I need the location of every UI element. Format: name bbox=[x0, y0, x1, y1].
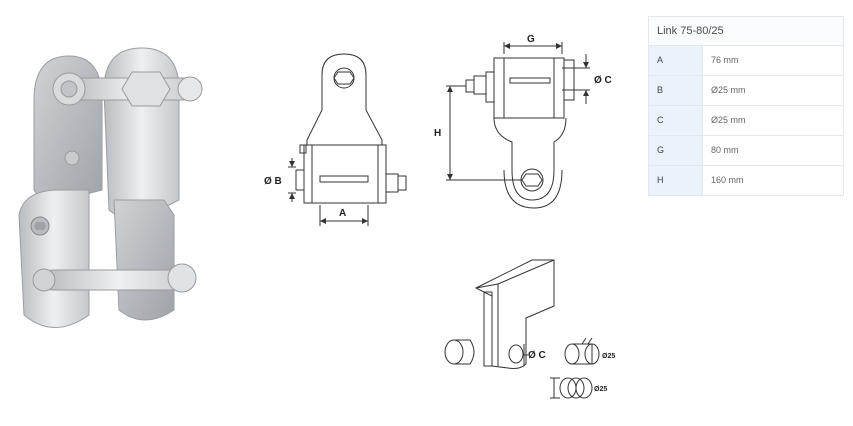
front-dim-a-label: A bbox=[339, 208, 346, 219]
exploded-pin-dia-1-label: Ø25 bbox=[602, 353, 615, 360]
product-3d-render bbox=[18, 47, 203, 328]
spec-table-title: Link 75-80/25 bbox=[649, 17, 843, 46]
exploded-view-drawing: Ø C Ø25 Ø25 bbox=[444, 259, 615, 399]
spec-key: C bbox=[649, 106, 703, 135]
spec-value: 160 mm bbox=[711, 175, 744, 185]
spec-table: Link 75-80/25 A 76 mm B Ø25 mm C Ø25 mm … bbox=[648, 16, 844, 196]
spec-key: H bbox=[649, 166, 703, 195]
side-dim-h-label: H bbox=[434, 128, 441, 139]
spec-value: Ø25 mm bbox=[711, 85, 746, 95]
exploded-dia-c-label: Ø C bbox=[528, 350, 546, 361]
spec-value: 76 mm bbox=[711, 55, 739, 65]
spec-row-h: H 160 mm bbox=[649, 166, 843, 195]
spec-key: A bbox=[649, 46, 703, 75]
spec-key: G bbox=[649, 136, 703, 165]
front-dia-b-label: Ø B bbox=[264, 176, 282, 187]
side-dim-g-label: G bbox=[527, 34, 535, 45]
side-dia-c-label: Ø C bbox=[594, 75, 612, 86]
spec-row-c: C Ø25 mm bbox=[649, 106, 843, 136]
spec-row-a: A 76 mm bbox=[649, 46, 843, 76]
exploded-pin-dia-2-label: Ø25 bbox=[594, 386, 607, 393]
spec-row-b: B Ø25 mm bbox=[649, 76, 843, 106]
front-view-drawing: Ø B A bbox=[264, 53, 407, 226]
spec-row-g: G 80 mm bbox=[649, 136, 843, 166]
spec-value: 80 mm bbox=[711, 145, 739, 155]
spec-value: Ø25 mm bbox=[711, 115, 746, 125]
spec-key: B bbox=[649, 76, 703, 105]
side-view-drawing: G H Ø C bbox=[434, 34, 612, 209]
